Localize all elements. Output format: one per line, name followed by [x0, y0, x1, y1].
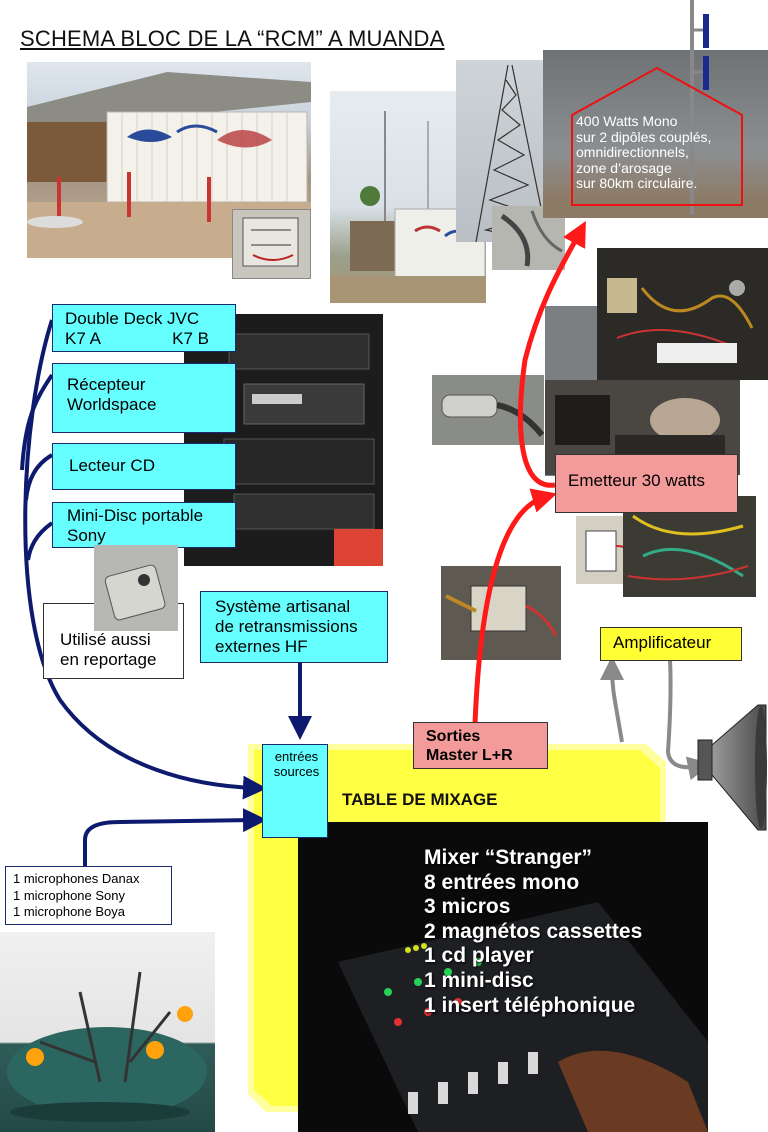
cd-player-box: Lecteur CD	[52, 443, 236, 490]
mixer-spec-line: 3 micros	[424, 895, 511, 919]
antenna-note-line: sur 80km circulaire.	[576, 175, 698, 191]
transmitter-box: Emetteur 30 watts	[555, 454, 738, 513]
minidisc-label: Mini-Disc portable	[67, 506, 204, 525]
microphones-box: 1 microphones Danax 1 microphone Sony 1 …	[5, 866, 172, 925]
mixer-spec-line: 8 entrées mono	[424, 870, 580, 894]
master-out-label: Sorties	[426, 728, 481, 745]
breaker-panel-photo	[232, 209, 311, 279]
mixer-inputs-box: entrées sources	[262, 744, 328, 838]
mixer-spec-line: 1 insert téléphonique	[424, 993, 636, 1017]
transmitter-internal-photo	[597, 248, 768, 380]
mixer-spec-line: Mixer “Stranger”	[424, 846, 593, 869]
mixer-spec-line: 1 cd player	[424, 944, 534, 968]
deck-a-label: K7 A	[65, 329, 101, 348]
mic-label: 1 microphone Sony	[13, 887, 126, 903]
deck-b-label: K7 B	[172, 329, 209, 348]
mic-label: 1 microphone Boya	[13, 904, 126, 919]
minidisc-photo-overlay	[94, 545, 178, 631]
page-title: SCHEMA BLOC DE LA “RCM” A MUANDA	[20, 26, 445, 51]
double-deck-box: Double Deck JVC K7 A K7 B	[52, 304, 236, 352]
mixing-table-label: TABLE DE MIXAGE	[342, 790, 498, 809]
connector-photo	[432, 375, 544, 445]
receiver-box: Récepteur Worldspace	[52, 363, 236, 433]
hf-label: de retransmissions	[215, 617, 358, 636]
antenna-note-line: omnidirectionnels,	[576, 144, 689, 160]
deck-label: Double Deck JVC	[65, 309, 200, 328]
mixer-photo	[298, 822, 708, 1132]
microphones-photo	[0, 932, 215, 1132]
amplifier-box: Amplificateur	[600, 627, 742, 661]
mixer-specs: Mixer “Stranger” 8 entrées mono 3 micros…	[424, 846, 642, 1018]
minidisc-label: Sony	[67, 526, 106, 545]
hf-system-box: Système artisanal de retransmissions ext…	[200, 591, 388, 663]
junction-box-photo	[441, 566, 561, 660]
mixer-spec-line: 2 magnétos cassettes	[424, 919, 643, 943]
hf-label: Système artisanal	[215, 597, 351, 616]
minidisc-box: Mini-Disc portable Sony	[52, 502, 236, 548]
inputs-label: sources	[273, 764, 320, 779]
antenna-coverage-note: 400 Watts Mono sur 2 dipôles couplés, om…	[576, 113, 712, 192]
cd-label: Lecteur CD	[69, 456, 155, 475]
transmitter-label: Emetteur 30 watts	[568, 471, 706, 490]
amplifier-label: Amplificateur	[613, 633, 712, 652]
master-out-box: Sorties Master L+R	[413, 722, 548, 769]
master-out-label: Master L+R	[426, 747, 513, 764]
inputs-label: entrées	[274, 749, 319, 764]
antenna-note-line: zone d’arosage	[576, 159, 672, 176]
hf-label: externes HF	[215, 637, 308, 656]
receiver-label: Worldspace	[67, 395, 157, 414]
antenna-note-line: sur 2 dipôles couplés,	[576, 128, 712, 145]
mixer-spec-line: 1 mini-disc	[424, 968, 534, 992]
reportage-label: en reportage	[60, 650, 157, 669]
antenna-note-line: 400 Watts Mono	[576, 113, 678, 129]
reportage-label: Utilisé aussi	[60, 630, 151, 649]
mic-label: 1 microphones Danax	[13, 871, 140, 886]
receiver-label: Récepteur	[67, 375, 146, 394]
